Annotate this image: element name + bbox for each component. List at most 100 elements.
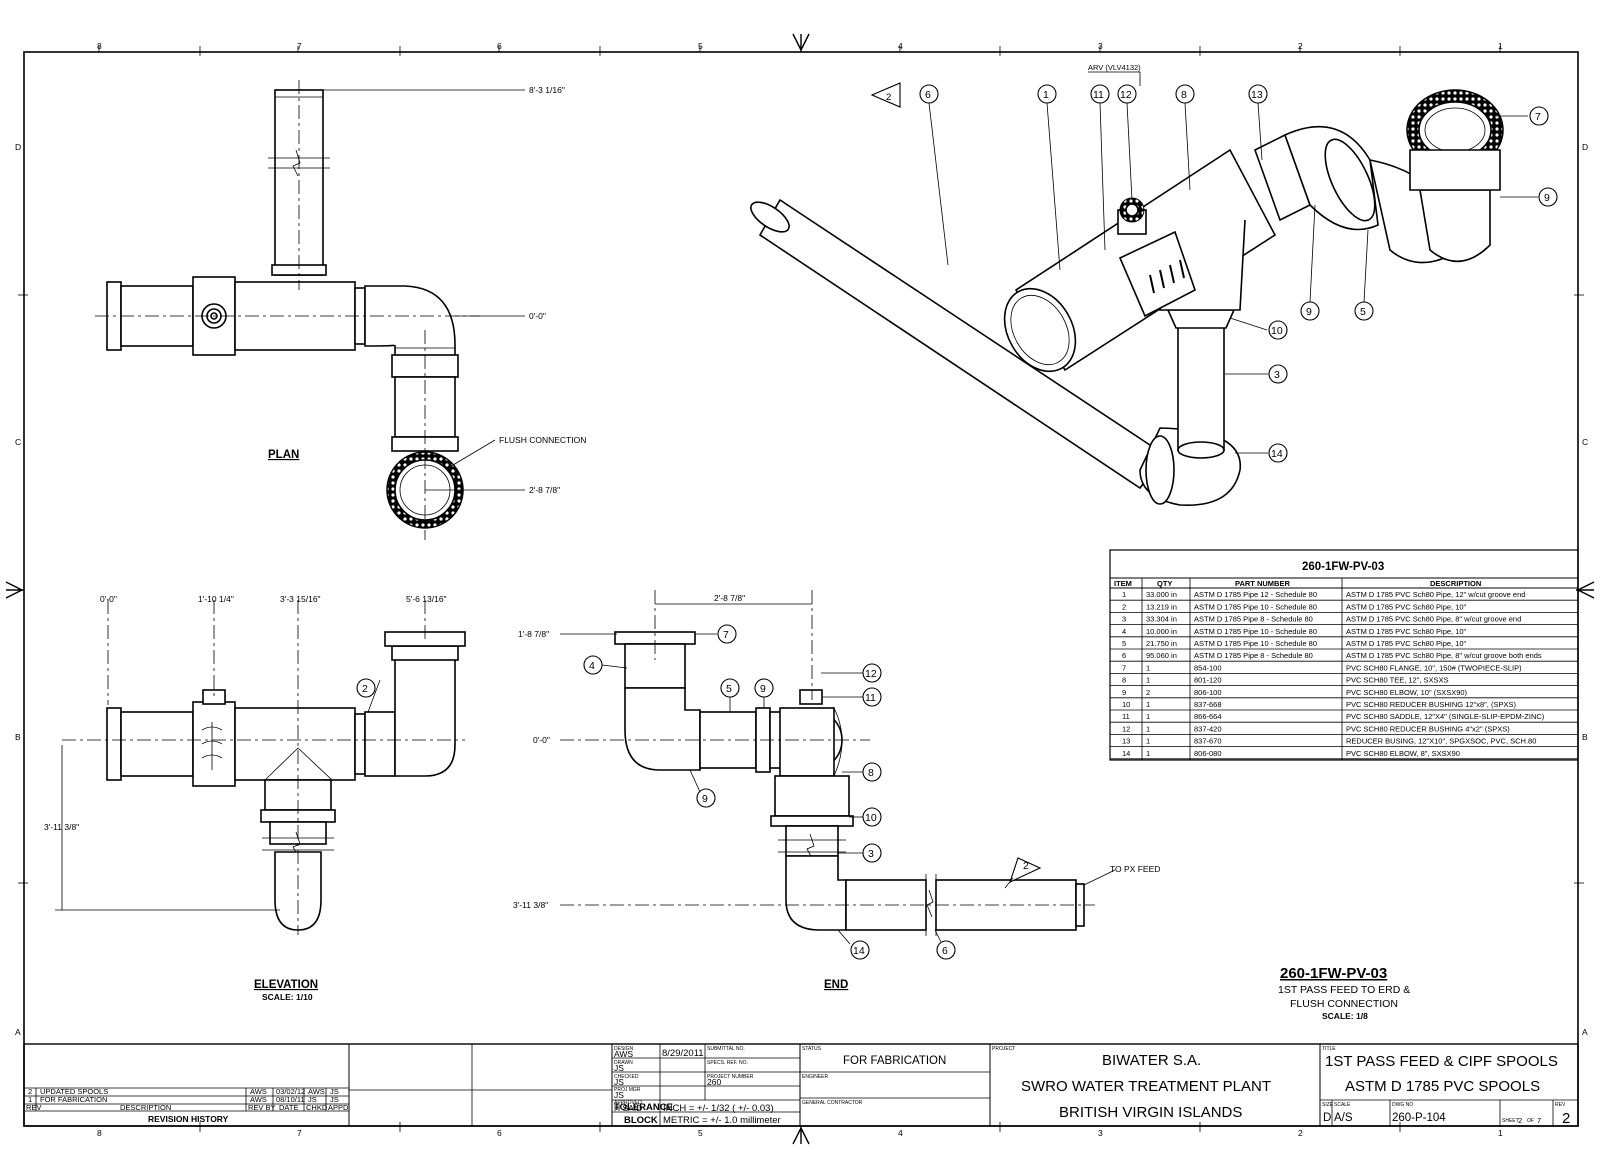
plan-dim-top: 8'-3 1/16" [529, 85, 565, 95]
drawn-value: JS [614, 1063, 624, 1073]
grid-letter: A [1582, 1027, 1588, 1037]
elev-dim-d: 5'-6 13/16" [406, 594, 447, 604]
rev-chkd: AWS [308, 1087, 325, 1096]
grid-letter: D [15, 142, 21, 152]
bom-qty: 10.000 in [1146, 627, 1177, 636]
bom-description: PVC SCH80 REDUCER BUSHING 4"x2" (SPXS) [1346, 724, 1510, 733]
grid-number: 2 [1298, 41, 1303, 51]
bom-description: ASTM D 1785 PVC Sch80 Pipe, 10" [1346, 639, 1467, 648]
bom-description: PVC SCH80 REDUCER BUSHING 12"x8", (SPXS) [1346, 700, 1516, 709]
bom-item: 8 [1122, 676, 1126, 685]
balloon: 11 [1093, 89, 1104, 101]
iso-balloons: 6 1 11 12 8 13 7 9 9 5 10 3 14 [919, 84, 1558, 463]
balloon: 5 [726, 683, 732, 695]
end-dim-top: 2'-8 7/8" [714, 593, 745, 603]
bom-part-number: 854-100 [1194, 663, 1222, 672]
grid-number: 1 [1498, 41, 1503, 51]
approved-value: H SAID [614, 1103, 642, 1113]
size-label: SIZE [1322, 1102, 1334, 1108]
bom-qty: 1 [1146, 737, 1150, 746]
tolerance-label: TOLERANCE [614, 1102, 673, 1113]
bom-description: ASTM D 1785 PVC Sch80 Pipe, 12" w/cut gr… [1346, 590, 1525, 599]
bom-description: PVC SCH80 FLANGE, 10", 150# (TWOPIECE-SL… [1346, 663, 1522, 672]
balloon: 12 [865, 668, 877, 680]
balloon: 4 [589, 660, 595, 672]
balloon: 6 [942, 945, 948, 957]
bom-description: ASTM D 1785 PVC Sch80 Pipe, 8" w/cut gro… [1346, 615, 1521, 624]
title-line1: 1ST PASS FEED & CIPF SPOOLS [1325, 1053, 1558, 1070]
flush-connection-label: FLUSH CONNECTION [499, 435, 586, 445]
bom-qty: 33.000 in [1146, 590, 1177, 599]
grid-number: 7 [297, 41, 302, 51]
spec-ref-label: SPECS. REF. NO. [707, 1060, 748, 1066]
bom-qty: 13.219 in [1146, 602, 1177, 611]
rev-header: REV [26, 1103, 41, 1112]
grid-number: 3 [1098, 1128, 1103, 1138]
bom-header-item: ITEM [1114, 579, 1132, 588]
revision-delta: 2 [1023, 860, 1029, 872]
balloon: 2 [362, 683, 368, 695]
metric-tolerance: METRIC = +/- 1.0 millimeter [663, 1115, 781, 1126]
bom-description: ASTM D 1785 PVC Sch80 Pipe, 10" [1346, 602, 1467, 611]
rev-header: APPD [328, 1103, 349, 1112]
caption-scale: SCALE: 1/8 [1322, 1011, 1368, 1021]
bom-part-number: 837-420 [1194, 724, 1222, 733]
grid-letter: A [15, 1027, 21, 1037]
title-block: 2 UPDATED SPOOLS AWS 03/02/12 AWS JS 1 F… [23, 1043, 1579, 1127]
balloon: 12 [1120, 89, 1132, 101]
elev-dim-a: 0'-0" [100, 594, 117, 604]
status-label: STATUS [802, 1046, 822, 1052]
rev-header: DATE [279, 1103, 298, 1112]
dwg-no-value: 260-P-104 [1392, 1112, 1446, 1124]
bom-item: 3 [1122, 615, 1126, 624]
bom-qty: 1 [1146, 712, 1150, 721]
bom-description: ASTM D 1785 PVC Sch80 Pipe, 8" w/cut gro… [1346, 651, 1542, 660]
bom-part-number: 866-664 [1194, 712, 1222, 721]
bom-part-number: ASTM D 1785 Pipe 10 - Schedule 80 [1194, 639, 1317, 648]
bom-item: 14 [1122, 749, 1130, 758]
grid-number: 5 [698, 1128, 703, 1138]
grid-letter: B [1582, 732, 1588, 742]
rev-by: AWS [250, 1095, 267, 1104]
balloon: 3 [868, 848, 874, 860]
grid-number: 4 [898, 1128, 903, 1138]
end-dim-center: 0'-0" [533, 735, 550, 745]
bom-item: 10 [1122, 700, 1130, 709]
balloon: 9 [702, 793, 708, 805]
design-value: AWS [614, 1049, 633, 1059]
balloon: 14 [853, 945, 865, 957]
bom-qty: 33.304 in [1146, 615, 1177, 624]
grid-letter: C [1582, 437, 1588, 447]
rev-by: AWS [250, 1087, 267, 1096]
arv-label: ARV (VLV4132) [1088, 63, 1141, 72]
bom-item: 7 [1122, 663, 1126, 672]
balloon: 9 [1306, 306, 1312, 318]
balloon: 7 [1535, 111, 1541, 123]
rev-header: DESCRIPTION [120, 1103, 171, 1112]
of-label: OF [1527, 1118, 1534, 1124]
bom-part-number: 837-670 [1194, 737, 1222, 746]
balloon: 8 [1181, 89, 1187, 101]
balloon: 1 [1043, 89, 1049, 101]
revision-history: 2 UPDATED SPOOLS AWS 03/02/12 AWS JS 1 F… [24, 1087, 349, 1124]
general-contractor-label: GENERAL CONTRACTOR [802, 1100, 863, 1106]
bom-qty: 21.750 in [1146, 639, 1177, 648]
grid-number: 3 [1098, 41, 1103, 51]
rev-description: FOR FABRICATION [40, 1095, 107, 1104]
bom-description: PVC SCH80 ELBOW, 10" (SXSX90) [1346, 688, 1468, 697]
bom-qty: 1 [1146, 676, 1150, 685]
caption-line2: FLUSH CONNECTION [1290, 998, 1398, 1010]
bom-qty: 1 [1146, 700, 1150, 709]
grid-letter: C [15, 437, 21, 447]
grid-letter: D [1582, 142, 1588, 152]
grid-letter: B [15, 732, 21, 742]
end-view-title: END [824, 979, 848, 991]
bom-item: 12 [1122, 724, 1130, 733]
design-label: DESIGN [614, 1046, 634, 1052]
bom-part-number: 806-100 [1194, 688, 1222, 697]
px-feed-label: TO PX FEED [1110, 864, 1160, 874]
company-name: BIWATER S.A. [1102, 1052, 1201, 1069]
rev-chkd: JS [308, 1095, 317, 1104]
checked-value: JS [614, 1077, 624, 1087]
balloon: 9 [760, 683, 766, 695]
